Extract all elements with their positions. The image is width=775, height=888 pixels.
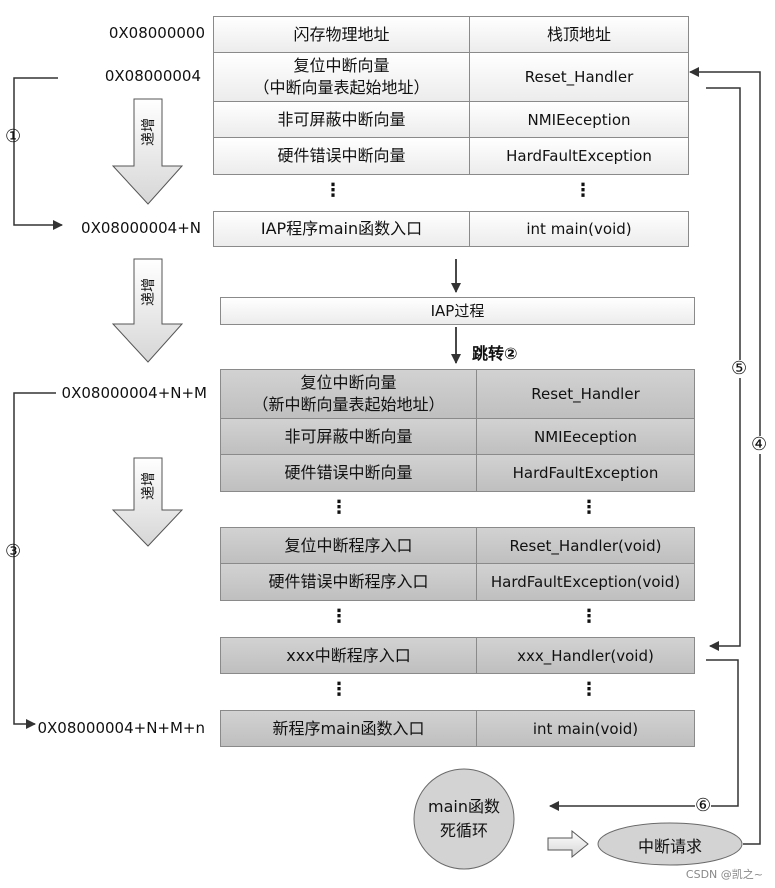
arrow-line-3 — [13, 392, 56, 729]
bottom-nmi-handler: NMIEeception — [476, 418, 695, 455]
top-ellipsis-right: ⋮ — [574, 180, 592, 201]
bottom-ellipsis-left: ⋮ — [330, 679, 348, 700]
step-number-5: ⑤ — [731, 358, 748, 379]
reset-program-entry: 复位中断程序入口 — [220, 527, 477, 564]
increment-label-2: 递增 — [141, 278, 157, 306]
main-loop-circle — [413, 768, 515, 870]
address-4: 0X08000004+N+M+n — [37, 719, 205, 737]
top-header-right: 栈顶地址 — [469, 16, 689, 53]
address-3: 0X08000004+N+M — [61, 384, 207, 402]
bottom-reset-vector-line2: （新中断向量表起始地址） — [252, 395, 445, 414]
lower-ellipsis-right: ⋮ — [580, 606, 598, 627]
arrow-line-6 — [549, 659, 739, 811]
interrupt-request-label: 中断请求 — [637, 837, 702, 856]
reset-handler-func: Reset_Handler(void) — [476, 527, 695, 564]
increment-label-1: 递增 — [141, 118, 157, 146]
xxx-handler-func: xxx_Handler(void) — [476, 637, 695, 674]
increment-arrow-3 — [111, 457, 184, 547]
jump-label: 跳转② — [472, 344, 518, 363]
arrow-line-1 — [13, 77, 63, 230]
bottom-reset-vector: 复位中断向量 （新中断向量表起始地址） — [220, 369, 477, 419]
step-number-3: ③ — [5, 541, 22, 562]
top-hardfault-handler: HardFaultException — [469, 137, 689, 175]
address-1: 0X08000004 — [104, 67, 201, 85]
bottom-ellipsis-right: ⋮ — [580, 679, 598, 700]
lower-ellipsis-left: ⋮ — [330, 606, 348, 627]
watermark: CSDN @凯之~ — [685, 868, 763, 881]
iap-main-entry: IAP程序main函数入口 — [213, 211, 470, 247]
top-reset-handler: Reset_Handler — [469, 52, 689, 102]
increment-arrow-1 — [111, 98, 184, 205]
top-nmi-vector: 非可屏蔽中断向量 — [213, 101, 470, 138]
mid-ellipsis-right: ⋮ — [580, 497, 598, 518]
address-0: 0X08000000 — [108, 24, 205, 42]
iap-main-func: int main(void) — [469, 211, 689, 247]
xxx-program-entry: xxx中断程序入口 — [220, 637, 477, 674]
small-right-arrow — [547, 829, 589, 859]
main-loop-line2: 死循环 — [439, 821, 488, 840]
mid-ellipsis-left: ⋮ — [330, 497, 348, 518]
address-2: 0X08000004+N — [81, 219, 201, 237]
bottom-reset-handler: Reset_Handler — [476, 369, 695, 419]
bottom-reset-vector-line1: 复位中断向量 — [300, 373, 397, 392]
step-number-4: ④ — [751, 434, 768, 455]
interrupt-request-ellipse — [597, 822, 743, 866]
main-loop-line1: main函数 — [428, 797, 500, 816]
new-main-entry: 新程序main函数入口 — [220, 710, 477, 747]
top-header-left: 闪存物理地址 — [213, 16, 470, 53]
top-reset-vector: 复位中断向量 （中断向量表起始地址） — [213, 52, 470, 102]
hardfault-handler-func: HardFaultException(void) — [476, 563, 695, 601]
top-reset-vector-line2: （中断向量表起始地址） — [253, 78, 430, 97]
bottom-hardfault-handler: HardFaultException — [476, 454, 695, 492]
new-main-func: int main(void) — [476, 710, 695, 747]
step-number-6: ⑥ — [695, 795, 712, 816]
bottom-hardfault-vector: 硬件错误中断向量 — [220, 454, 477, 492]
top-nmi-handler: NMIEeception — [469, 101, 689, 138]
main-loop-label: main函数 死循环 — [414, 795, 514, 843]
increment-arrow-2 — [111, 258, 184, 363]
arrow-line-4 — [689, 67, 761, 845]
top-reset-vector-line1: 复位中断向量 — [293, 56, 390, 75]
top-ellipsis-left: ⋮ — [324, 180, 342, 201]
increment-label-3: 递增 — [141, 472, 157, 500]
top-hardfault-vector: 硬件错误中断向量 — [213, 137, 470, 175]
iap-process-bar: IAP过程 — [220, 297, 695, 325]
step-number-1: ① — [5, 126, 22, 147]
bottom-nmi-vector: 非可屏蔽中断向量 — [220, 418, 477, 455]
hardfault-program-entry: 硬件错误中断程序入口 — [220, 563, 477, 601]
